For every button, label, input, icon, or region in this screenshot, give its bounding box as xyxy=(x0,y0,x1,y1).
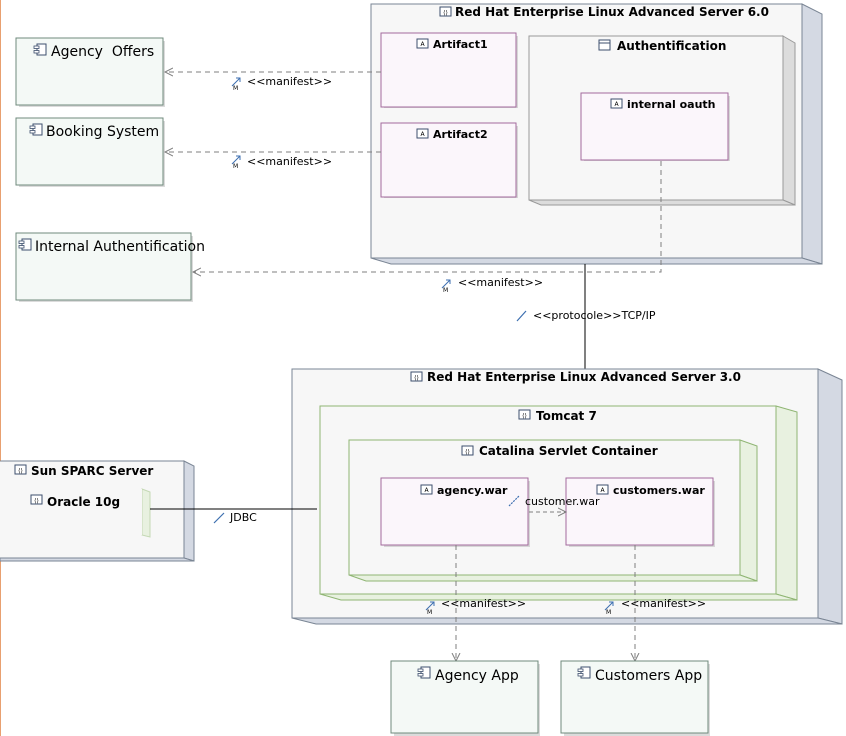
svg-text:A: A xyxy=(614,101,619,108)
artifact-icon: A xyxy=(416,38,429,49)
svg-text:A: A xyxy=(420,41,425,48)
node-title: Red Hat Enterprise Linux Advanced Server… xyxy=(427,370,741,384)
node-icon: ⟨⟩ xyxy=(439,6,452,17)
artifact-customers-war[interactable]: A customers.war xyxy=(565,477,715,547)
dependency-customer-war[interactable]: customer.war xyxy=(508,495,600,512)
communication-path-tcpip[interactable]: <<protocole>>TCP/IP xyxy=(516,264,656,369)
connector-label: JDBC xyxy=(229,511,257,524)
manifest-connector-internal-auth[interactable]: M <<manifest>> xyxy=(193,161,662,294)
svg-text:⟨⟩: ⟨⟩ xyxy=(34,498,39,505)
component-icon xyxy=(29,123,43,136)
artifact-artifact2[interactable]: A Artifact2 xyxy=(380,122,518,198)
component-internal-authentification[interactable]: Internal Authentification xyxy=(15,232,205,302)
dependency-icon xyxy=(508,495,520,507)
svg-text:⟨⟩: ⟨⟩ xyxy=(414,375,419,382)
svg-text:⟨⟩: ⟨⟩ xyxy=(443,10,448,17)
node-title: Tomcat 7 xyxy=(536,409,597,423)
node-oracle[interactable]: ⟨⟩ Oracle 10g xyxy=(20,488,151,538)
svg-text:A: A xyxy=(420,131,425,138)
manifest-icon: M xyxy=(425,601,435,616)
connector-label: <<manifest>> xyxy=(458,276,543,289)
node-icon: ⟨⟩ xyxy=(518,409,531,420)
manifest-connector-agency-app[interactable]: M <<manifest>> xyxy=(425,545,526,661)
artifact-artifact1[interactable]: A Artifact1 xyxy=(380,32,518,108)
connector-label: <<manifest>> xyxy=(621,597,706,610)
path-icon xyxy=(516,310,527,322)
svg-text:M: M xyxy=(606,609,611,616)
node-icon: ⟨⟩ xyxy=(461,445,474,456)
node-title: Red Hat Enterprise Linux Advanced Server… xyxy=(455,5,769,19)
node-icon: ⟨⟩ xyxy=(410,371,423,382)
svg-text:A: A xyxy=(424,487,429,494)
artifact-icon: A xyxy=(610,98,623,109)
component-label: Internal Authentification xyxy=(35,239,205,255)
svg-text:M: M xyxy=(427,609,432,616)
node-title: Sun SPARC Server xyxy=(31,464,153,478)
component-label: Booking System xyxy=(46,124,159,140)
connector-label: <<protocole>>TCP/IP xyxy=(533,309,656,322)
artifact-label: Artifact1 xyxy=(433,38,488,51)
component-icon xyxy=(417,666,431,679)
svg-text:⟨⟩: ⟨⟩ xyxy=(522,413,527,420)
artifact-agency-war[interactable]: A agency.war xyxy=(380,477,530,547)
component-icon xyxy=(577,666,591,679)
svg-text:M: M xyxy=(443,287,448,294)
component-agency-app[interactable]: Agency App xyxy=(390,660,540,736)
svg-text:M: M xyxy=(233,163,238,170)
connector-label: <<manifest>> xyxy=(247,75,332,88)
artifact-label: internal oauth xyxy=(627,98,716,111)
path-icon xyxy=(213,512,225,524)
artifact-icon: A xyxy=(420,484,433,495)
component-booking-system[interactable]: Booking System xyxy=(15,117,165,187)
svg-text:⟨⟩: ⟨⟩ xyxy=(18,468,23,475)
node-title: Authentification xyxy=(617,39,726,53)
artifact-label: customers.war xyxy=(613,484,705,497)
connector-label: <<manifest>> xyxy=(247,155,332,168)
connector-label: <<manifest>> xyxy=(441,597,526,610)
manifest-icon: M xyxy=(441,279,451,294)
communication-path-jdbc[interactable]: JDBC xyxy=(150,508,317,524)
manifest-connector-customers-app[interactable]: M <<manifest>> xyxy=(604,545,706,661)
manifest-icon: M xyxy=(231,155,241,170)
component-label: Agency App xyxy=(435,668,519,684)
component-icon xyxy=(33,43,47,56)
component-label: Customers App xyxy=(595,668,702,684)
artifact-icon: A xyxy=(416,128,429,139)
node-icon: ⟨⟩ xyxy=(14,464,27,475)
artifact-internal-oauth[interactable]: A internal oauth xyxy=(580,92,730,161)
artifact-label: agency.war xyxy=(437,484,508,497)
component-label: Agency Offers xyxy=(51,44,154,60)
component-icon xyxy=(18,238,32,251)
artifact-icon: A xyxy=(596,484,609,495)
node-title: Catalina Servlet Container xyxy=(479,444,658,458)
manifest-icon: M xyxy=(231,77,241,92)
manifest-connector-booking-system[interactable]: M <<manifest>> xyxy=(165,152,381,170)
node-icon xyxy=(598,39,611,51)
component-agency-offers[interactable]: Agency Offers xyxy=(15,37,165,107)
connector-label: customer.war xyxy=(525,495,600,508)
artifact-label: Artifact2 xyxy=(433,128,488,141)
svg-text:⟨⟩: ⟨⟩ xyxy=(465,449,470,456)
node-title: Oracle 10g xyxy=(47,495,120,509)
node-icon: ⟨⟩ xyxy=(30,494,43,505)
component-customers-app[interactable]: Customers App xyxy=(560,660,710,736)
svg-text:M: M xyxy=(233,85,238,92)
manifest-connector-agency-offers[interactable]: M <<manifest>> xyxy=(165,72,381,92)
manifest-icon: M xyxy=(604,601,614,616)
svg-text:A: A xyxy=(600,487,605,494)
